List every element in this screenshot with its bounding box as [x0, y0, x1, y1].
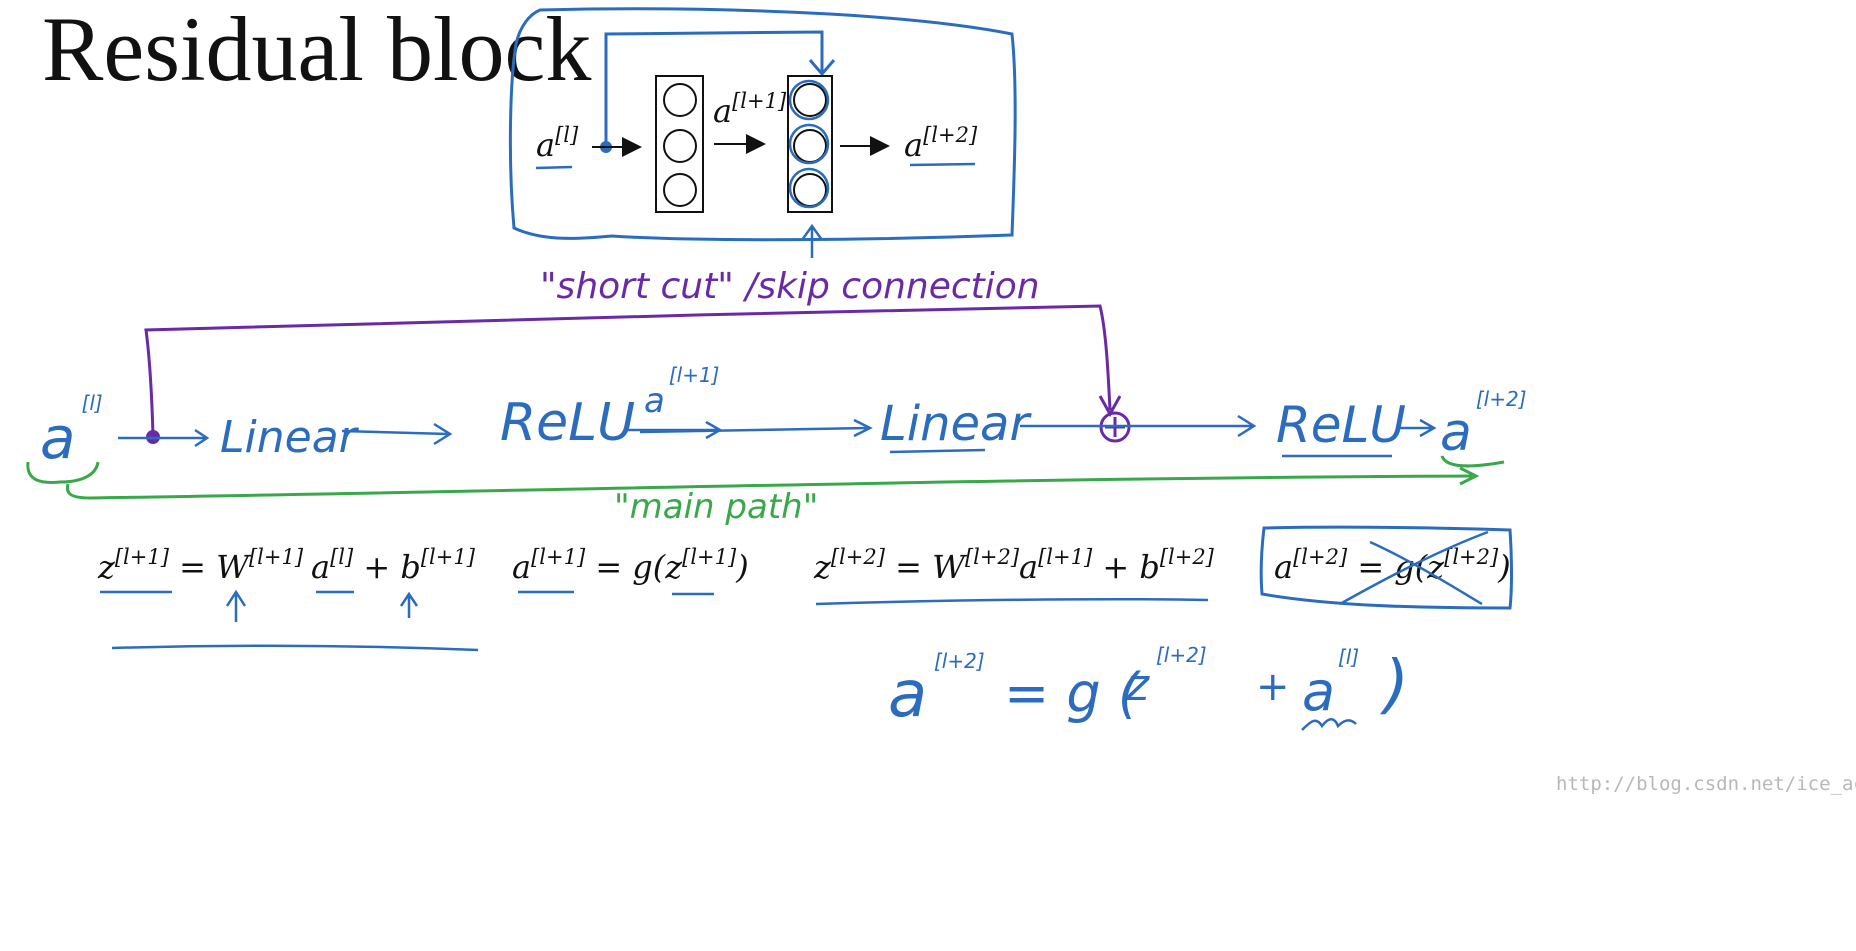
layer-1-neuron: [663, 173, 697, 207]
flow-arrow: [1398, 418, 1437, 438]
main-path-line: [65, 474, 1473, 500]
main-flow-row: a[l] Linear ReLU a[l+1] Linear ReLU a[l+…: [26, 304, 1527, 527]
underline-squiggle: [1301, 718, 1357, 731]
layer-2-blue-circle: [788, 79, 830, 121]
main-path-label: "main path": [614, 487, 818, 527]
top-input-label: a[l]: [536, 123, 579, 164]
underline: [518, 590, 714, 596]
top-shortcut-arrowhead: [808, 59, 836, 77]
cross-out-x-icon: [1339, 530, 1489, 606]
main-path-bracket: [26, 461, 100, 484]
final-z: z: [1125, 660, 1150, 711]
slide-title: Residual block: [42, 0, 591, 100]
up-arrow-icon: [399, 591, 419, 618]
top-shortcut-path: [604, 30, 824, 146]
layer-2-blue-circle: [788, 167, 830, 209]
skip-connection-path: [144, 304, 1112, 437]
main-path-output-bracket: [1440, 455, 1505, 468]
final-plus: +: [1256, 664, 1290, 710]
linear-2-label: Linear: [880, 396, 1032, 452]
flow-arrow: [341, 422, 453, 446]
cross-out-box: [1259, 525, 1513, 610]
equations-row: z[l+1] = W[l+1]a[l] + b[l+1] a[l+1] = g(…: [97, 525, 1513, 652]
underline: [889, 448, 986, 454]
final-close-paren: ): [1380, 648, 1409, 722]
flow-arrow: [639, 418, 873, 438]
underline: [111, 644, 479, 652]
relu-1-label: ReLU: [500, 393, 635, 453]
main-path-arrowhead: [1459, 466, 1480, 486]
equation-z-l2: z[l+2] = W[l+2]a[l+1] + b[l+2]: [813, 545, 1215, 586]
enclosing-box: [508, 7, 1017, 242]
equation-a-l2-crossed: a[l+2] = g(z[l+2]): [1274, 545, 1511, 586]
layer-1-neuron: [663, 129, 697, 163]
skip-pointer-arrow: [800, 223, 824, 258]
flow-output: a[l+2]: [1440, 387, 1527, 463]
equation-a-l1: a[l+1] = g(z[l+1]): [512, 545, 749, 586]
final-equals-g: = g (: [1004, 662, 1142, 725]
final-a: a: [888, 658, 927, 732]
equation-z-l1: z[l+1] = W[l+1]a[l] + b[l+1]: [97, 545, 476, 586]
linear-1-label: Linear: [220, 412, 360, 463]
final-equation: a [l+2] = g ( z [l+2] + a [l] ): [888, 643, 1409, 732]
up-arrow-icon: [225, 589, 247, 622]
layer-2-neuron: [793, 83, 827, 117]
underline: [909, 162, 976, 167]
final-a-l: a: [1302, 660, 1335, 723]
underline: [535, 165, 573, 170]
layer-1-neuron: [663, 83, 697, 117]
layer-2-blue-circle: [788, 123, 830, 165]
top-network-diagram: a[l] a[l+1] a[l+2]: [508, 7, 1017, 258]
flow-mid-activation: a[l+1]: [644, 363, 720, 421]
flow-input: a[l]: [40, 391, 103, 472]
layer-2-box: [787, 75, 833, 213]
top-output-label: a[l+2]: [904, 123, 978, 164]
flow-arrow: [1020, 414, 1257, 438]
relu-2-label: ReLU: [1276, 396, 1406, 454]
underline: [815, 597, 1209, 606]
shortcut-label: "short cut" /skip connection: [540, 266, 1040, 307]
watermark: http://blog.csdn.net/ice_actor: [1556, 773, 1856, 795]
final-a-sup: [l+2]: [934, 649, 985, 673]
top-hidden-label: a[l+1]: [713, 89, 787, 130]
flow-arrow: [118, 428, 210, 448]
final-a-l-sup: [l]: [1338, 645, 1359, 669]
final-z-sup: [l+2]: [1156, 643, 1207, 667]
